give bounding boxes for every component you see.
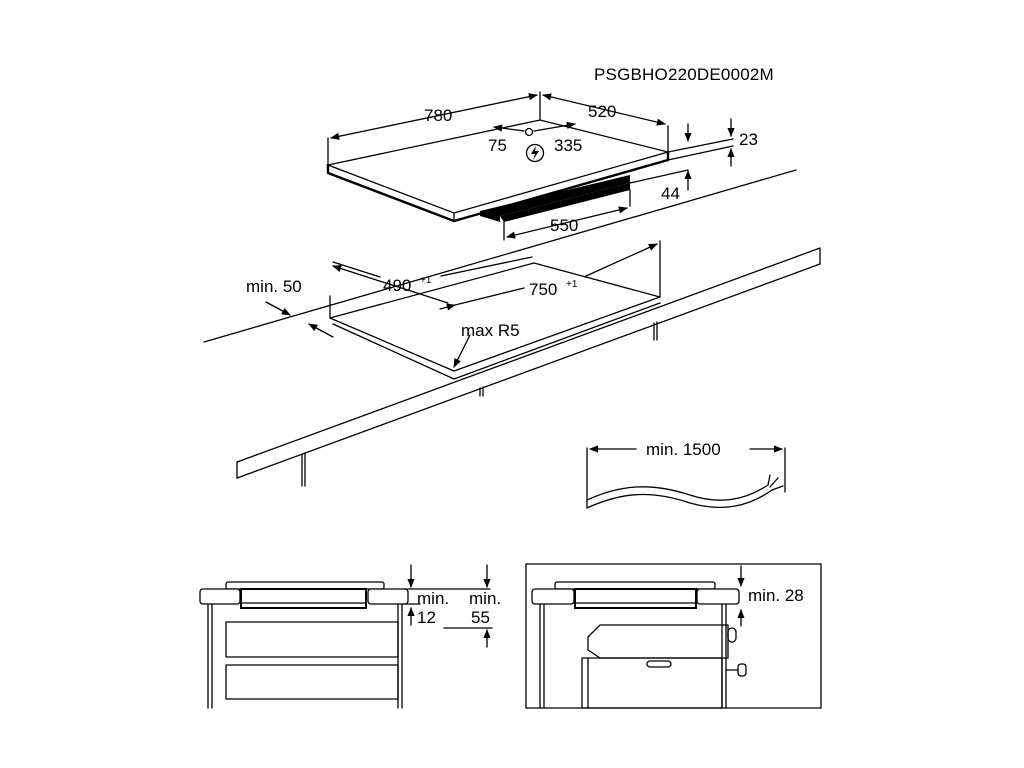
- power-connection-icon: [525, 143, 545, 163]
- min-gap-b-title: min.: [469, 589, 501, 608]
- cutout-width-label: 750: [529, 280, 557, 299]
- section-right-oven: min. 28: [525, 563, 822, 709]
- corner-radius-label: max R5: [461, 321, 520, 340]
- cable-offset-right-label: 335: [554, 136, 582, 155]
- min-edge-distance-label: min. 50: [246, 277, 302, 296]
- power-cable-view: min. 1500: [586, 440, 786, 509]
- hob-width-label: 780: [424, 106, 452, 125]
- min-gap-a-title: min.: [417, 589, 449, 608]
- hob-depth-label: 520: [588, 102, 616, 121]
- min-gap-a-value: 12: [417, 608, 436, 627]
- worktop-cutout-view: 490 +1 750 +1 min. 50 max R5: [203, 169, 821, 487]
- hob-top-view: 780 520 75 335 23 44 550: [325, 91, 758, 241]
- cutout-width-tolerance: +1: [566, 279, 578, 290]
- hob-thickness-label: 23: [739, 130, 758, 149]
- drawing-code: PSGBHO220DE0002M: [594, 65, 774, 84]
- min-gap-b-value: 55: [471, 608, 490, 627]
- cable-length-label: min. 1500: [646, 440, 721, 459]
- section-left-drawers: min. 12 min. 55: [199, 564, 501, 709]
- hob-total-height-label: 44: [661, 184, 680, 203]
- cable-offset-left-label: 75: [488, 136, 507, 155]
- min-gap-oven-label: min. 28: [748, 586, 804, 605]
- hob-body-width-label: 550: [550, 216, 578, 235]
- cutout-depth-tolerance: +1: [420, 275, 432, 286]
- cutout-depth-label: 490: [383, 276, 411, 295]
